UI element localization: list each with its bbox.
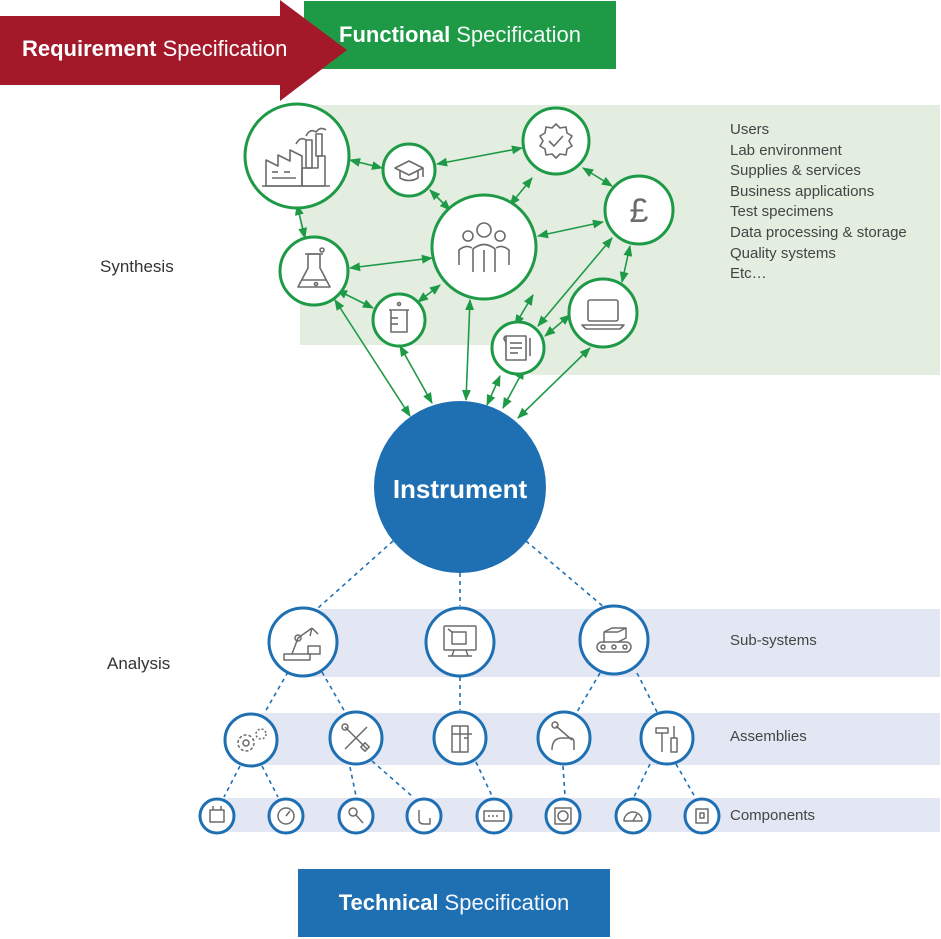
requirement-bold: Requirement xyxy=(22,36,157,61)
flask-node xyxy=(278,235,350,307)
factory-icon xyxy=(262,127,330,187)
functional-item: Test specimens xyxy=(730,203,834,221)
center-label: Instrument xyxy=(393,474,528,504)
analysis-label: Analysis xyxy=(107,654,171,673)
chip-icon xyxy=(209,806,225,823)
svg-text:£: £ xyxy=(630,192,649,230)
component-switch-node xyxy=(683,797,721,835)
technical-light: Specification xyxy=(444,890,570,915)
caliper-icon xyxy=(451,725,472,753)
screw-icon xyxy=(348,807,364,824)
assembly-hammer-node xyxy=(639,710,695,766)
functional-item: Users xyxy=(730,121,770,138)
technical-bold: Technical xyxy=(338,890,439,915)
robot-arm-icon xyxy=(283,627,321,661)
synthesis-label: Synthesis xyxy=(100,257,174,276)
education-node xyxy=(381,142,437,198)
laptop-icon xyxy=(581,299,625,330)
assembly-gears-node xyxy=(223,712,279,768)
document-icon xyxy=(503,335,531,361)
subsystems-label: Sub-systems xyxy=(730,632,817,649)
switch-icon xyxy=(695,808,709,824)
hand-wrench-icon xyxy=(551,721,575,751)
quality-node xyxy=(521,106,591,176)
flask-icon xyxy=(297,247,331,288)
quality-badge-icon xyxy=(539,123,573,159)
factory-node xyxy=(243,102,351,210)
finance-node xyxy=(603,174,675,246)
laptop-node xyxy=(567,277,639,349)
component-fan-node xyxy=(544,797,582,835)
gears-icon xyxy=(237,728,267,752)
graduation-cap-icon xyxy=(394,160,424,182)
display-icon xyxy=(483,810,505,822)
fan-icon xyxy=(554,807,572,825)
components-label: Components xyxy=(730,807,816,824)
users-icon xyxy=(458,222,510,272)
assemblies-label: Assemblies xyxy=(730,728,807,745)
speedometer-icon xyxy=(623,811,643,822)
instrument-node xyxy=(374,401,546,573)
functional-item: Etc… xyxy=(730,265,767,283)
component-chip-node xyxy=(198,797,236,835)
functional-links xyxy=(295,145,633,419)
hammer-screwdriver-icon xyxy=(655,726,678,753)
functional-light: Specification xyxy=(456,22,581,47)
functional-item: Supplies & services xyxy=(730,162,861,180)
functional-bold: Functional xyxy=(339,22,451,47)
users-node xyxy=(430,193,538,301)
component-speedometer-node xyxy=(614,797,652,835)
tools-icon xyxy=(341,723,370,752)
technical-specification-banner: Technical Specification xyxy=(298,869,610,937)
functional-item: Business applications xyxy=(730,182,875,200)
monitor-icon xyxy=(443,625,477,657)
requirement-light: Specification xyxy=(162,36,288,61)
functional-item: Quality systems xyxy=(730,244,836,262)
functional-item: Lab environment xyxy=(730,141,842,159)
functional-items-list: Users Lab environment Supplies & service… xyxy=(730,120,907,285)
functional-item: Data processing & storage xyxy=(730,223,907,241)
functional-specification-banner: Functional Specification xyxy=(304,1,616,69)
functional-band xyxy=(300,105,940,375)
beaker-node xyxy=(371,292,427,348)
subsystem-monitor-node xyxy=(424,606,496,678)
subsystem-conveyor-node xyxy=(578,604,650,676)
beaker-icon xyxy=(389,301,409,333)
requirement-specification-arrow: Requirement Specification xyxy=(0,0,347,101)
component-pipe-node xyxy=(405,797,443,835)
gauge-icon xyxy=(277,807,295,825)
subsystem-robot-node xyxy=(267,606,339,678)
pound-icon: £ xyxy=(630,192,649,230)
technical-links xyxy=(223,540,696,798)
pipe-icon xyxy=(418,810,431,825)
conveyor-icon xyxy=(596,627,632,653)
